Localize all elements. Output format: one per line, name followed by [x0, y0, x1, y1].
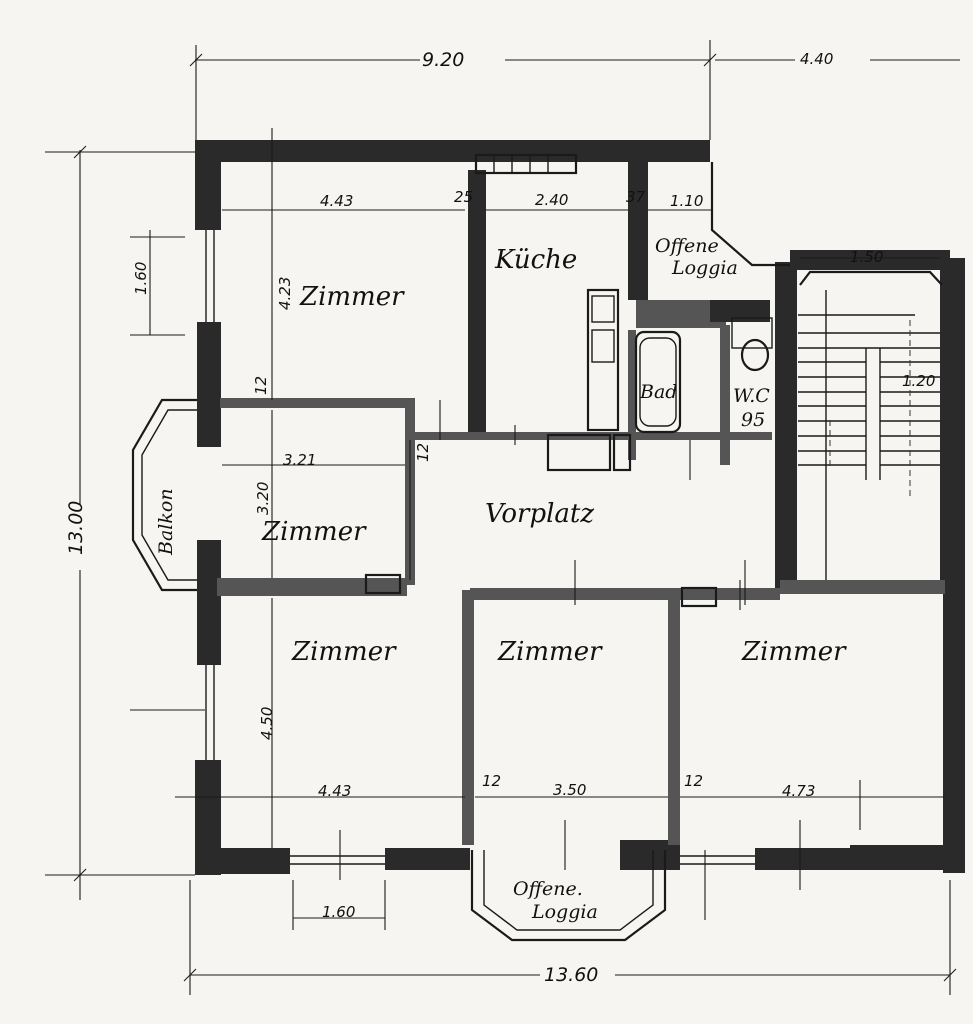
- room-wc-size: 95: [741, 409, 765, 431]
- dim-zimmer5-width: 4.73: [782, 782, 815, 800]
- room-zimmer-3: Zimmer: [291, 637, 397, 667]
- room-zimmer-5: Zimmer: [741, 637, 847, 667]
- room-loggia-top-line1: Offene: [655, 235, 719, 257]
- dim-wall-12-mid: 12: [482, 772, 501, 790]
- toilet-bowl: [740, 338, 770, 372]
- dim-zimmer1-width: 4.43: [320, 192, 353, 210]
- dim-zimmer3-width: 4.43: [318, 782, 351, 800]
- staircase: [798, 270, 943, 580]
- dim-wall-12-door: 12: [414, 443, 432, 462]
- dim-top-right: 4.40: [800, 50, 833, 68]
- dim-window-left: 1.60: [132, 262, 150, 295]
- door-ticks: [409, 400, 746, 610]
- dim-zimmer2-width: 3.21: [283, 451, 316, 469]
- dim-loggia-width: 1.10: [670, 192, 703, 210]
- room-balkon: Balkon: [155, 488, 177, 556]
- dim-zimmer1-depth: 4.23: [276, 277, 294, 310]
- room-vorplatz: Vorplatz: [485, 499, 594, 529]
- dim-zimmer3-depth: 4.50: [258, 707, 276, 740]
- room-loggia-top-line2: Loggia: [671, 257, 738, 279]
- outer-walls: [195, 140, 965, 875]
- bathtub: [634, 330, 682, 434]
- dimension-lines: [45, 40, 960, 995]
- dim-kueche-width: 2.40: [535, 191, 568, 209]
- dim-wall-25: 25: [454, 188, 473, 206]
- dim-wall-12-right: 12: [684, 772, 703, 790]
- room-kueche: Küche: [494, 245, 577, 275]
- dim-total-height: 13.00: [65, 501, 87, 555]
- dim-zimmer4-width: 3.50: [553, 781, 586, 799]
- dim-stair-width: 1.50: [850, 248, 883, 266]
- dim-wall-12-left: 12: [252, 376, 270, 395]
- room-wc: W.C: [733, 385, 770, 407]
- fixtures: [364, 153, 773, 608]
- room-zimmer-4: Zimmer: [497, 637, 603, 667]
- room-zimmer-2: Zimmer: [261, 517, 367, 547]
- room-zimmer-1: Zimmer: [299, 282, 405, 312]
- loggia-bottom-outline: [470, 850, 667, 942]
- dim-top-total: 9.20: [422, 49, 464, 71]
- room-loggia-bottom-line2: Loggia: [531, 901, 598, 923]
- balkon-outline: [131, 398, 197, 592]
- dim-stair-inner: 1.20: [902, 372, 935, 390]
- dim-window-bottom: 1.60: [322, 903, 355, 921]
- room-loggia-bottom-line1: Offene.: [513, 878, 583, 900]
- dim-wall-37: 37: [626, 188, 646, 206]
- toilet-box: [731, 317, 773, 349]
- window-lines: [205, 230, 755, 865]
- dim-zimmer2-depth: 3.20: [254, 482, 272, 515]
- dim-bottom-total: 13.60: [544, 964, 598, 986]
- room-bad: Bad: [639, 381, 677, 403]
